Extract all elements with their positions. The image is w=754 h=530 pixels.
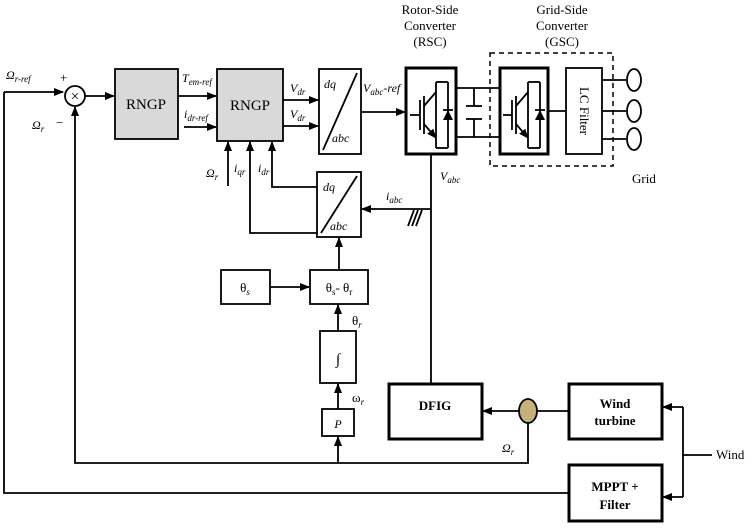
p-block: [321, 408, 355, 437]
idr-label: idr: [258, 161, 270, 177]
wind-turbine-label-1: Wind: [600, 396, 632, 411]
iqr-label: iqr: [234, 161, 246, 177]
omega-ref-label: Ωr-ref: [6, 68, 32, 84]
iabc-label: iabc: [386, 189, 402, 205]
rngp-current-label: RNGP: [230, 98, 270, 114]
dq-top-label: dq: [324, 77, 336, 91]
vabc-ref-label: Vabc-ref: [363, 81, 402, 97]
omega-r-feedback-wire: [71, 106, 529, 464]
dq-bottom-label: dq: [323, 180, 335, 194]
omega-r-mid-label: Ωr: [206, 166, 219, 182]
dfig-block: [387, 382, 484, 441]
rsc-title-line1: Rotor-Side: [402, 2, 459, 17]
rsc-title-line3: (RSC): [413, 34, 446, 49]
theta-diff-label: θs- θr: [326, 280, 353, 297]
wind-turbine-label-2: turbine: [594, 413, 635, 428]
rngp-speed-label: RNGP: [126, 97, 166, 113]
gsc-dashed-boundary: [489, 52, 614, 167]
p-label: P: [333, 417, 342, 431]
omega-r-bottom-label: Ωr: [502, 441, 515, 457]
vdr2-label: Vdr: [290, 107, 306, 123]
grid-label: Grid: [632, 171, 656, 186]
omega-r-left-label: Ωr: [32, 118, 45, 134]
mppt-label-1: MPPT +: [591, 479, 638, 494]
rngp-current-block: [216, 68, 284, 142]
dfig-label: DFIG: [419, 398, 452, 413]
summer-plus: +: [60, 70, 67, 85]
gsc-igbt-icon: [498, 66, 550, 156]
rsc-title-line2: Converter: [404, 18, 457, 33]
theta-r-label: θr: [352, 313, 362, 330]
abc-bottom-label: abc: [330, 219, 348, 233]
vdr1-label: Vdr: [290, 81, 306, 97]
integrator-label: ∫: [335, 352, 342, 368]
omega-small-label: ωr: [352, 390, 365, 407]
gsc-title-line2: Converter: [536, 18, 589, 33]
dq-abc-bottom-slash: [320, 175, 358, 234]
dq-abc-top-slash: [322, 72, 358, 151]
rsc-igbt-icon: [404, 66, 458, 156]
rngp-speed-block: [114, 68, 179, 140]
summer-minus: −: [56, 115, 63, 130]
tem-ref-label: Tem-ref: [182, 71, 213, 87]
idr-feedback-wire: [268, 141, 317, 188]
theta-s-label: θs: [240, 280, 250, 297]
grid-connection-icon: [602, 68, 642, 151]
three-phase-tick-icon: [407, 209, 423, 227]
gsc-title-line3: (GSC): [545, 34, 579, 49]
vabc-label: Vabc: [440, 169, 460, 185]
mppt-to-ref-wire: [3, 92, 569, 494]
mppt-filter-block: [567, 463, 664, 523]
speed-sensor-icon: [518, 398, 538, 424]
gsc-title-line1: Grid-Side: [536, 2, 588, 17]
mppt-label-2: Filter: [599, 497, 630, 512]
summing-junction-symbol: ×: [71, 89, 79, 105]
wind-turbine-block: [567, 382, 664, 441]
dq-abc-transform-top: [318, 68, 362, 155]
idr-ref-label: idr-ref: [184, 107, 209, 123]
wind-label: Wind: [716, 447, 745, 462]
dc-link-capacitor: [456, 87, 500, 138]
iqr-feedback-wire: [246, 141, 317, 234]
lc-filter-label: LC Filter: [577, 87, 592, 136]
abc-top-label: abc: [332, 131, 350, 145]
